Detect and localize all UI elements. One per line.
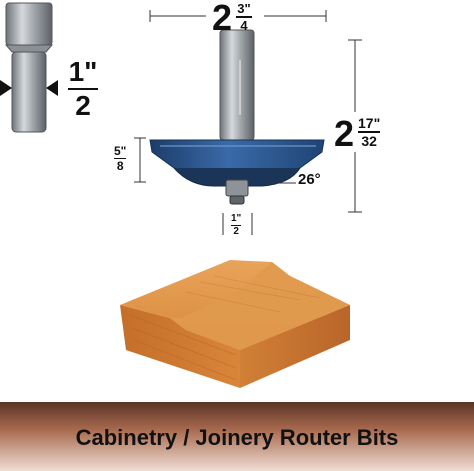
fraction-bar bbox=[231, 225, 242, 226]
cut-width-whole: 2 bbox=[212, 0, 233, 38]
bearing-dimension bbox=[222, 213, 253, 235]
bit-bearing bbox=[225, 179, 249, 197]
fraction-bar bbox=[236, 16, 252, 18]
shank-left-arrow-icon bbox=[0, 80, 12, 96]
shank-right-arrow-icon bbox=[46, 80, 58, 96]
overall-height-whole: 2 bbox=[334, 113, 355, 154]
fraction-bar bbox=[358, 131, 381, 133]
overall-height-fraction: 17" 32 bbox=[358, 116, 380, 148]
router-bit bbox=[149, 29, 325, 205]
wood-side-face bbox=[240, 305, 350, 388]
cut-height-denominator: 8 bbox=[116, 159, 124, 173]
cut-height-numerator: 5" bbox=[114, 144, 127, 158]
bearing-numerator: 1" bbox=[231, 213, 242, 224]
bearing-diameter-label: 1" 2 bbox=[231, 214, 241, 237]
shank-diagram-top bbox=[5, 2, 53, 46]
cut-width-denominator: 4 bbox=[240, 17, 248, 33]
overall-height-dimension bbox=[348, 39, 362, 213]
shank-diagram-body bbox=[11, 51, 47, 133]
cut-width-numerator: 3" bbox=[237, 1, 251, 16]
cut-width-dimension bbox=[149, 10, 327, 22]
cut-height-dimension bbox=[134, 137, 146, 183]
fraction-bar bbox=[68, 88, 98, 90]
wood-profile bbox=[120, 260, 350, 388]
overall-height-denominator: 32 bbox=[361, 132, 377, 149]
wood-groove-face bbox=[170, 262, 350, 350]
shank-diameter-numerator: 1" bbox=[68, 56, 98, 87]
shank-diameter-denominator: 2 bbox=[75, 90, 91, 121]
bit-shank bbox=[219, 29, 255, 141]
shank-diagram-neck bbox=[4, 44, 54, 53]
category-banner bbox=[0, 402, 474, 471]
overall-height-numerator: 17" bbox=[358, 115, 381, 131]
cut-width-fraction: 3" 4 bbox=[236, 2, 252, 32]
banner-title: Cabinetry / Joinery Router Bits bbox=[75, 425, 399, 450]
shank-diagram bbox=[0, 2, 58, 133]
angle-label: 26° bbox=[298, 171, 321, 188]
cut-height-label: 5" 8 bbox=[114, 145, 126, 172]
bearing-denominator: 2 bbox=[233, 226, 239, 237]
shank-diameter-label: 1" 2 bbox=[68, 58, 98, 120]
fraction-bar bbox=[114, 158, 127, 159]
